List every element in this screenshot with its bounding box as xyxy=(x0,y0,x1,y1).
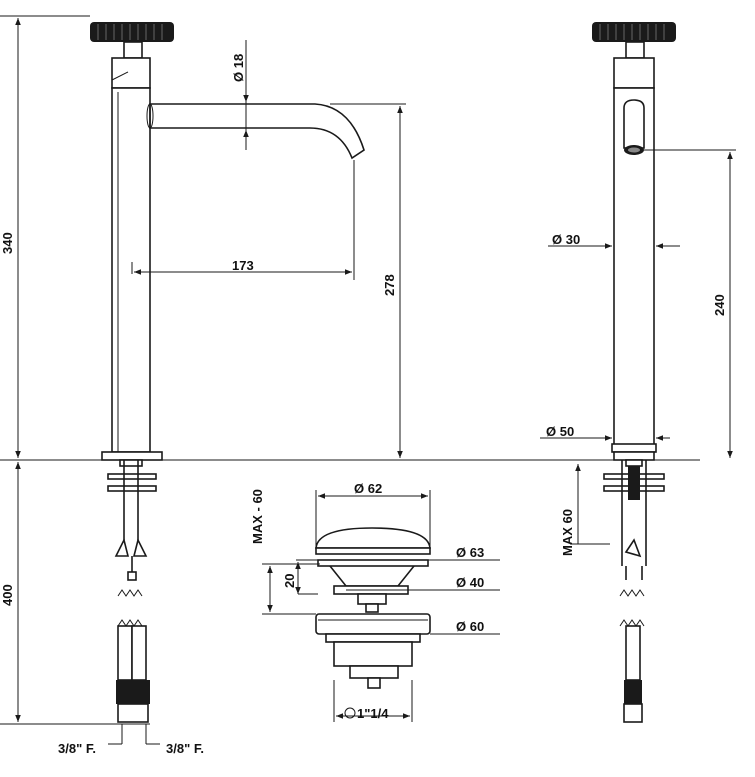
dim-height-278: 278 xyxy=(382,274,397,296)
dim-diameter-30: Ø 30 xyxy=(552,232,580,247)
dim-max-60-drain: MAX - 60 xyxy=(250,489,265,544)
side-knurled-handle xyxy=(592,22,676,42)
side-body xyxy=(613,87,655,453)
dim-reach-173: 173 xyxy=(232,258,254,273)
front-knurled-handle xyxy=(90,22,174,42)
hose-connector-right xyxy=(132,680,150,704)
dim-diameter-60: Ø 60 xyxy=(456,619,484,634)
dim-diameter-40: Ø 40 xyxy=(456,575,484,590)
dim-diameter-63: Ø 63 xyxy=(456,545,484,560)
dim-max-60-side: MAX 60 xyxy=(560,509,575,556)
dim-diameter-18: Ø 18 xyxy=(231,54,246,82)
side-view-faucet xyxy=(592,22,676,723)
connection-label-right: 3/8" F. xyxy=(166,741,204,756)
hose-connector-left xyxy=(116,680,134,704)
dim-diameter-62: Ø 62 xyxy=(354,481,382,496)
pop-up-waste xyxy=(315,527,431,689)
dim-height-340: 340 xyxy=(0,232,15,254)
drain-cap xyxy=(315,527,431,549)
dim-diameter-50: Ø 50 xyxy=(546,424,574,439)
side-hose-connector xyxy=(624,680,642,704)
thread-symbol-icon xyxy=(344,707,356,719)
drain-nut xyxy=(315,613,431,635)
side-dimensions xyxy=(540,149,736,545)
dim-hose-400: 400 xyxy=(0,584,15,606)
dim-height-20: 20 xyxy=(282,574,297,588)
drain-dimensions xyxy=(262,490,500,722)
connection-label-left: 3/8" F. xyxy=(58,741,96,756)
front-spout xyxy=(149,103,365,160)
dim-height-240: 240 xyxy=(712,294,727,316)
dim-thread: 1"1/4 xyxy=(357,706,389,721)
